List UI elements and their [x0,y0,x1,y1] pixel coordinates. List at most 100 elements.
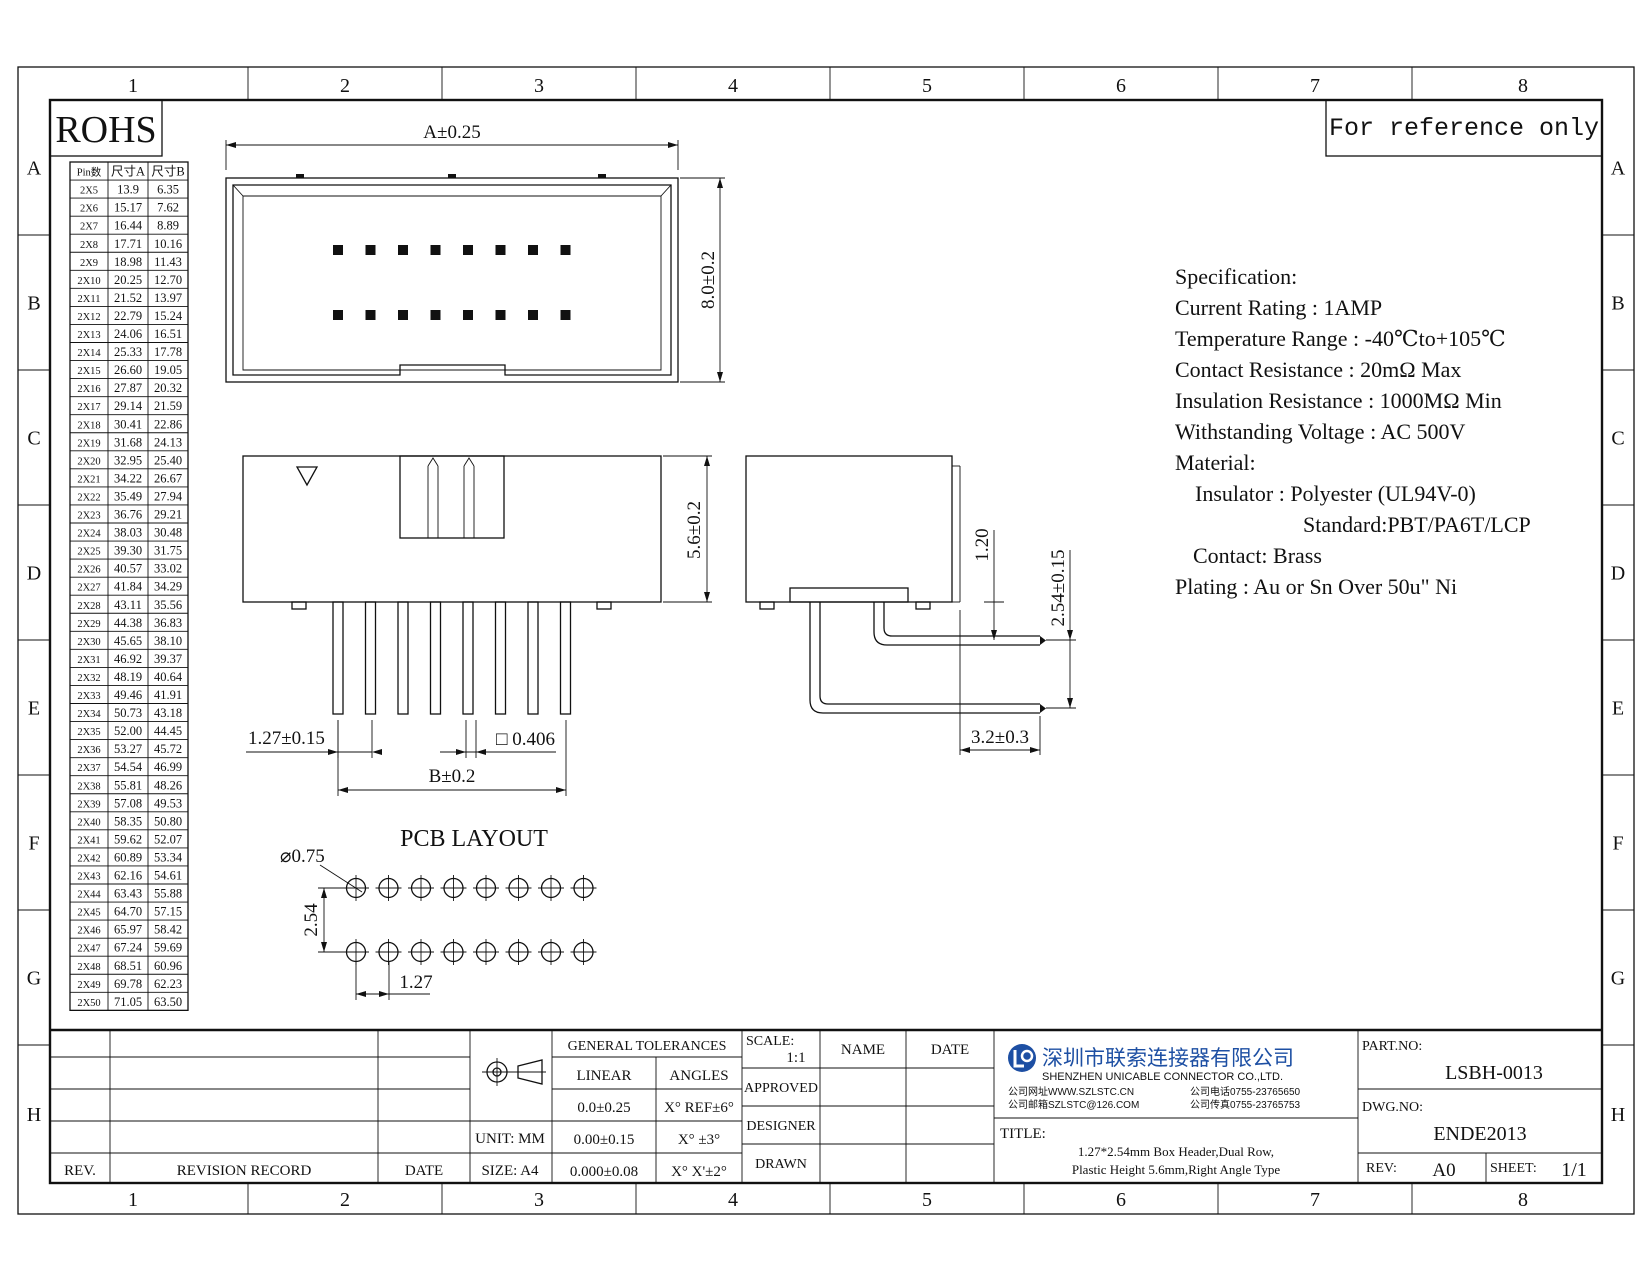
spec-line: Temperature Range : -40℃to+105℃ [1175,326,1506,351]
pcb-row-label: 2.54 [301,903,322,937]
pin-table-cell: 2X16 [77,384,100,395]
name-header: NAME [841,1042,885,1058]
pin-table-cell: 2X50 [77,998,100,1009]
pin-table-cell: 29.21 [154,508,182,522]
dim-side-2-label: 2.54±0.15 [1048,550,1069,627]
pin-table-cell: 20.32 [154,381,182,395]
top-pin [365,245,376,255]
company-logo-icon [1008,1044,1036,1072]
front-pin [559,601,572,715]
pin-table-cell: 38.10 [154,634,182,648]
pin-table-cell: 15.17 [114,201,142,215]
pin-table-cell: 44.38 [114,616,142,630]
zone-col-bottom-5: 5 [922,1189,932,1211]
pin-table-cell: 19.05 [154,363,182,377]
zone-col-bottom-1: 1 [128,1189,138,1211]
pin-table-cell: 10.16 [154,237,182,251]
zone-col-top-2: 2 [340,75,350,97]
pin-table-cell: 2X30 [77,637,100,648]
zone-row-right-H: H [1611,1104,1625,1126]
front-view-pins [332,601,572,715]
pin-table-cell: 2X40 [77,817,100,828]
spec-line: Specification: [1175,264,1297,289]
top-pin [398,245,408,255]
pin-table-cell: 58.42 [154,923,182,937]
pin-table-cell: 55.88 [154,887,182,901]
pin-table-cell: 57.15 [154,905,182,919]
pin-table-cell: 43.11 [114,598,142,612]
pin-table-cell: 2X11 [78,294,101,305]
spec-line: Material: [1175,450,1256,475]
pin-table-cell: 2X18 [77,420,100,431]
part-no: LSBH-0013 [1445,1062,1543,1084]
pin-table-cell: 52.07 [154,832,182,846]
pin-table-cell: 2X13 [77,330,100,341]
pin-table-cell: 54.61 [154,869,182,883]
pin-table-cell: 2X38 [77,781,100,792]
rev-label: REV: [1366,1161,1397,1176]
title-block: REV. REVISION RECORD DATE UNIT: MM SIZE:… [50,1028,1602,1183]
pin-table-cell: 2X39 [77,799,100,810]
pin-table-cell: 36.83 [154,616,182,630]
pin-table-cell: 30.41 [114,417,142,431]
pin-table-cell: 35.56 [154,598,182,612]
pin-table-cell: 31.75 [154,544,182,558]
pin-table-cell: 2X21 [77,474,100,485]
pin-table-cell: 13.9 [117,183,139,197]
pin-table-cell: 2X34 [77,709,101,720]
front-pin [397,601,409,715]
side-view: 1.20 2.54±0.15 3.2±0.3 [745,455,1076,755]
rev-value: A0 [1432,1160,1455,1181]
pin-table-cell: 2X8 [80,240,98,251]
top-pin [495,310,506,320]
pin-table-cell: 2X32 [77,673,100,684]
zone-col-bottom-6: 6 [1116,1189,1126,1211]
pin-table-cell: 34.22 [114,471,142,485]
pin-table-cell: 27.94 [154,489,183,503]
pin-table-cell: 45.72 [154,742,182,756]
pin-table-cell: 2X48 [77,962,100,973]
pin-table-cell: 58.35 [114,814,142,828]
zone-col-bottom-4: 4 [728,1189,738,1211]
zone-col-bottom-3: 3 [534,1189,544,1211]
pin-table-cell: 43.18 [154,706,182,720]
dim-pitch-label: 1.27±0.15 [248,728,325,749]
pcb-holes [343,875,597,965]
front-view-body [242,455,662,603]
pin-table-cell: 12.70 [154,273,182,287]
pcb-layout-title: PCB LAYOUT [400,826,548,852]
front-view: 5.6±0.2 1.27±0.15 □ 0.406 B±0.2 [242,455,712,796]
front-pin [364,601,377,715]
pin-table-cell: 49.46 [114,688,142,702]
zone-col-top-6: 6 [1116,75,1126,97]
revision-record-header: REVISION RECORD [177,1163,312,1179]
top-pin [398,310,408,320]
pin-table-cell: 2X6 [80,204,98,215]
pin-table-cell: 2X25 [77,547,100,558]
zone-col-bottom-7: 7 [1310,1189,1320,1211]
dwg-no: ENDE2013 [1433,1123,1526,1145]
spec-line: Insulation Resistance : 1000MΩ Min [1175,388,1502,413]
zone-row-right-E: E [1612,698,1624,720]
specification-block: Specification:Current Rating : 1AMPTempe… [1175,264,1531,599]
dim-height-top-label: 8.0±0.2 [698,251,719,309]
tol-linear-3: 0.000±0.08 [570,1164,638,1180]
company-name-cn: 深圳市联索连接器有限公司 [1042,1047,1294,1070]
pin-table-cell: 21.59 [154,399,182,413]
dwg-no-label: DWG.NO: [1362,1100,1423,1115]
spec-line: Insulator : Polyester (UL94V-0) [1195,481,1476,506]
top-pin [333,310,343,320]
pin-table-cell: 2X27 [77,583,100,594]
pin-table-cell: 26.67 [154,471,182,485]
pin-table-cell: 2X15 [77,366,100,377]
rev-header: REV. [64,1163,96,1179]
pin-table-cell: 57.08 [114,796,142,810]
pin-table-cell: 45.65 [114,634,142,648]
pin-table-cell: 2X14 [77,348,101,359]
pin-table-cell: 2X42 [77,853,100,864]
tol-angle-1: X° REF±6° [664,1100,734,1116]
pin-table-cell: 68.51 [114,959,142,973]
pin-table-cell: 26.60 [114,363,142,377]
